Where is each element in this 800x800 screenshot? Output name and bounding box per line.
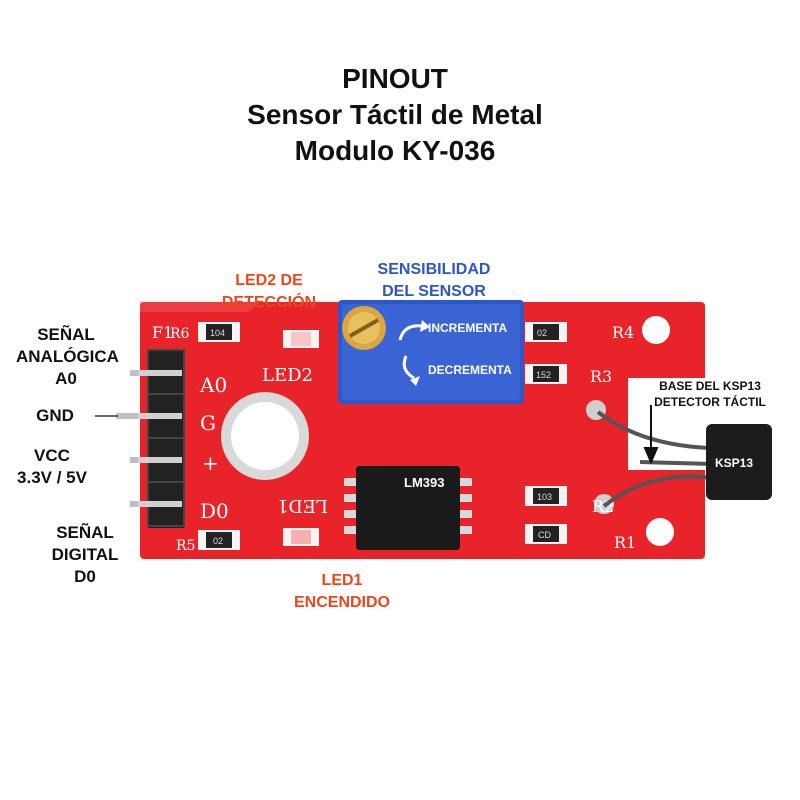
- sensitivity-label-line-2: DEL SENSOR: [382, 283, 486, 300]
- analog-label-line-1: SEÑAL: [37, 325, 95, 344]
- analog-label-line-3: A0: [55, 369, 77, 388]
- led2-label-line-2: DETECCIÓN: [221, 294, 317, 311]
- title-line-3: Modulo KY-036: [294, 135, 496, 166]
- silk-plus: +: [202, 451, 219, 475]
- led2-component: [283, 330, 319, 348]
- title-line-1: PINOUT: [342, 63, 448, 94]
- silk-a0: A0: [199, 373, 227, 397]
- digital-label-line-2: DIGITAL: [51, 545, 119, 564]
- led2-label: LED2 DE DETECCIÓN: [210, 270, 328, 314]
- silk-d0: D0: [200, 499, 229, 523]
- potentiometer: [338, 300, 524, 468]
- pin-header: [138, 349, 185, 528]
- led1-label-line-2: ENCENDIDO: [293, 594, 390, 611]
- ksp13-base-label-line-2: DETECTOR TÁCTIL: [654, 395, 766, 409]
- silk-r5: R5: [176, 538, 195, 554]
- increment-arrow-icon: [398, 320, 430, 341]
- svg-text:104: 104: [210, 328, 225, 338]
- digital-label-line-3: D0: [74, 567, 96, 586]
- silk-f1: F1: [152, 323, 173, 342]
- led1-component: [283, 528, 319, 546]
- sensitivity-label: SENSIBILIDAD DEL SENSOR: [364, 259, 504, 303]
- ksp13-base-pointer: [643, 405, 659, 465]
- ksp13-base-label: BASE DEL KSP13 DETECTOR TÁCTIL: [640, 378, 780, 410]
- silk-r3: R3: [590, 367, 612, 386]
- ksp13-leads: [596, 410, 713, 508]
- silk-g: G: [200, 411, 216, 435]
- led1-label: LED1 ENCENDIDO: [280, 570, 404, 614]
- title-line-2: Sensor Táctil de Metal: [247, 99, 543, 130]
- analog-label-line-2: ANALÓGICA: [16, 347, 119, 366]
- increment-label: INCREMENTA: [428, 321, 507, 335]
- chip-label: LM393: [404, 475, 444, 490]
- vcc-label-line-1: VCC: [34, 446, 70, 465]
- silk-r1: R1: [614, 533, 636, 552]
- svg-text:02: 02: [213, 536, 223, 546]
- sensitivity-label-line-1: SENSIBILIDAD: [377, 261, 491, 278]
- decrement-label: DECREMENTA: [428, 363, 512, 377]
- silk-r6: R6: [170, 326, 190, 342]
- silk-led1: LED1: [277, 495, 328, 516]
- vcc-label-line-2: 3.3V / 5V: [17, 468, 87, 487]
- svg-text:152: 152: [536, 370, 551, 380]
- digital-label-line-1: SEÑAL: [56, 523, 114, 542]
- decrement-arrow-icon: [402, 355, 420, 386]
- svg-text:CD: CD: [538, 530, 551, 540]
- lm393-chip: [344, 466, 472, 550]
- smd-components: 104 02 152 103 CD 02: [198, 322, 567, 550]
- svg-text:02: 02: [537, 328, 547, 338]
- gnd-label: GND: [36, 406, 74, 425]
- silk-r4: R4: [612, 323, 634, 342]
- vcc-label: VCC 3.3V / 5V: [4, 445, 100, 489]
- ksp13-transistor: [706, 424, 772, 500]
- led1-label-line-1: LED1: [321, 572, 363, 589]
- svg-text:103: 103: [537, 492, 552, 502]
- led2-label-line-1: LED2 DE: [235, 272, 303, 289]
- ksp13-body-label: KSP13: [715, 456, 753, 470]
- ksp13-base-label-line-1: BASE DEL KSP13: [659, 379, 761, 393]
- digital-label: SEÑAL DIGITAL D0: [40, 522, 130, 588]
- analog-label: SEÑAL ANALÓGICA A0: [16, 324, 119, 390]
- silk-led2: LED2: [262, 365, 313, 386]
